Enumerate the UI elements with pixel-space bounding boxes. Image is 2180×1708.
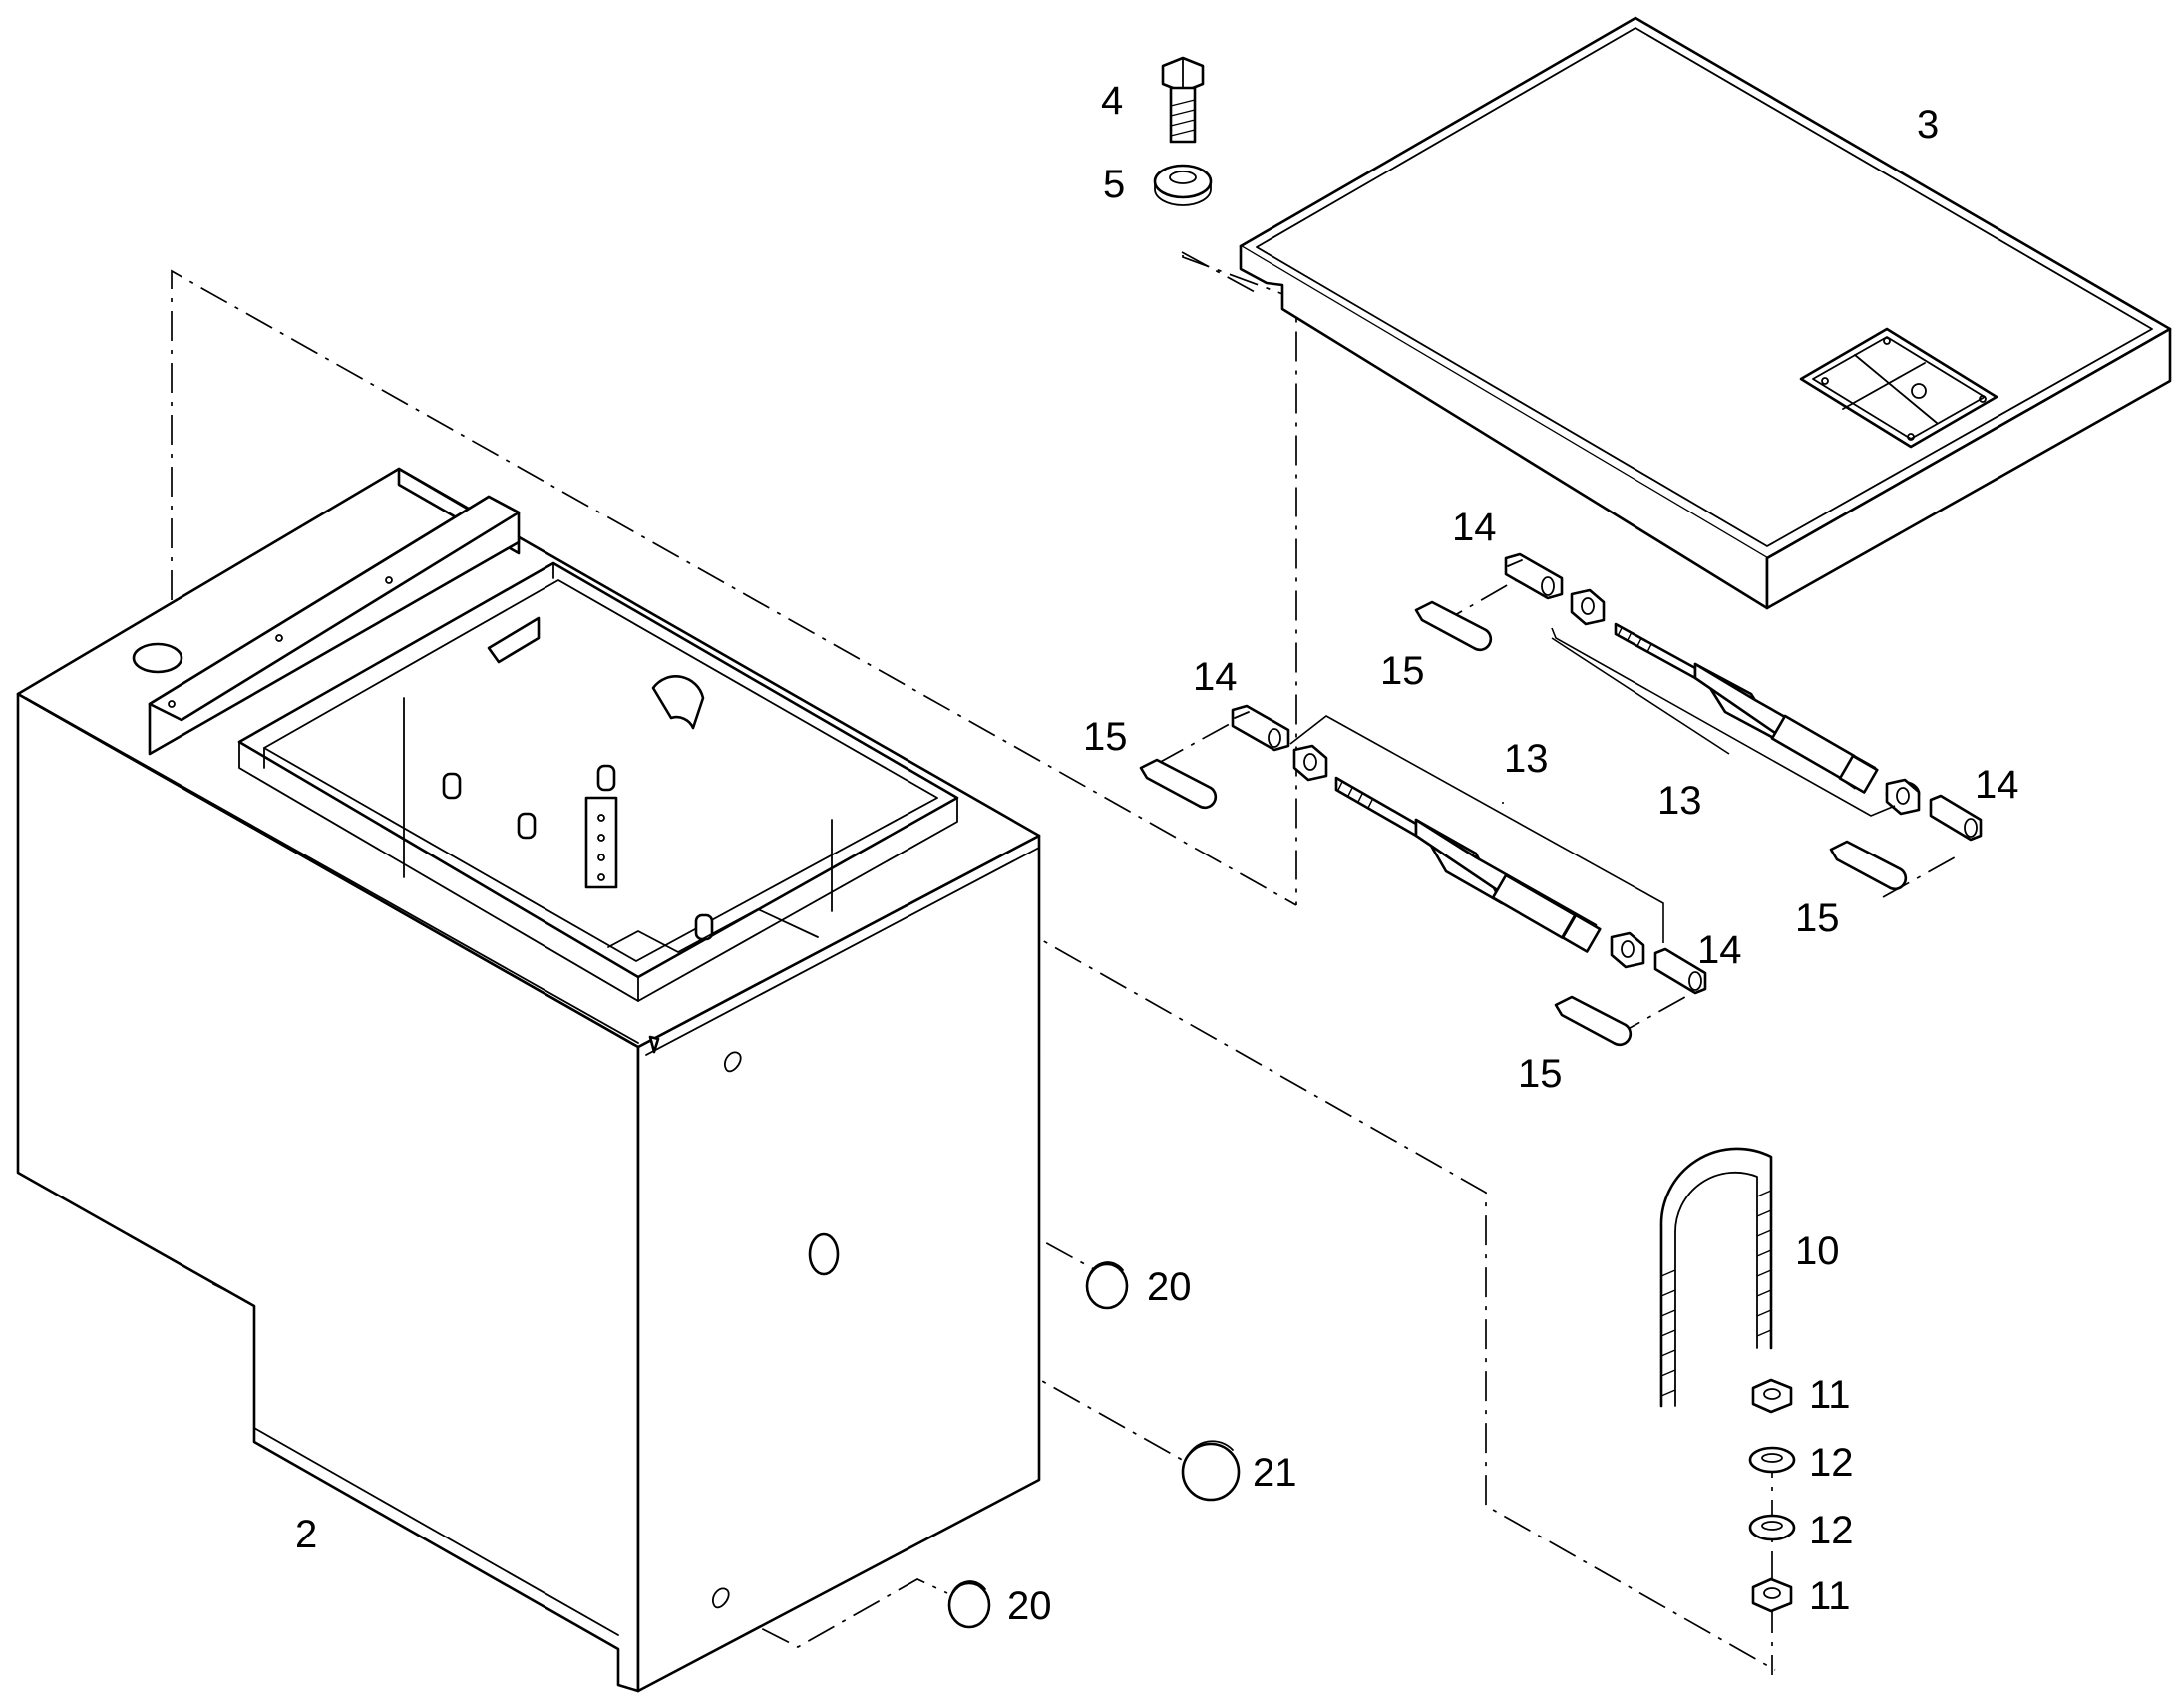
callout-14-b: 14: [1193, 655, 1238, 699]
enclosure-box-part-2: [16, 467, 1041, 1693]
callout-12-top: 12: [1809, 1441, 1854, 1485]
callout-3: 3: [1917, 103, 1939, 147]
callout-15-b: 15: [1083, 715, 1128, 759]
plug-part-20: [947, 1261, 1129, 1629]
plug-part-21: [1181, 1440, 1241, 1502]
u-bolt-part-10: [1659, 1147, 1773, 1408]
ball-socket-part-14: [1231, 552, 1983, 995]
spring-clip-part-15: [1139, 600, 1908, 1047]
callout-labels: 2 3 4 5 10 11 11 12 12 13 13 14 14 14 14…: [295, 79, 2019, 1628]
callout-5: 5: [1103, 163, 1125, 206]
callout-13-upper: 13: [1657, 779, 1702, 823]
callout-21: 21: [1253, 1451, 1297, 1495]
gas-strut-part-13-lower: [1334, 776, 1602, 953]
washer-part-5: [1153, 164, 1213, 206]
callout-4: 4: [1101, 79, 1123, 123]
callout-15-a: 15: [1380, 649, 1425, 693]
callout-14-c: 14: [1975, 763, 2019, 807]
callout-20-lower: 20: [1007, 1584, 1052, 1628]
callout-14-d: 14: [1697, 928, 1742, 972]
washer-part-12: [1748, 1446, 1796, 1541]
callout-14-a: 14: [1452, 506, 1497, 549]
callout-10: 10: [1795, 1229, 1840, 1273]
callout-11-top: 11: [1809, 1373, 1851, 1417]
nut-near-strut: [1292, 588, 1921, 969]
hex-nut-part-11: [1751, 1378, 1793, 1613]
callout-2: 2: [295, 1513, 317, 1556]
callout-15-d: 15: [1518, 1052, 1563, 1096]
callout-20-upper: 20: [1147, 1265, 1192, 1309]
lid-part-3: [1239, 16, 2172, 610]
callout-13-lower: 13: [1504, 737, 1549, 781]
callout-15-c: 15: [1795, 896, 1840, 940]
bolt-part-4: [1161, 56, 1205, 144]
callout-leaders: [1289, 627, 1896, 943]
callout-12-bottom: 12: [1809, 1509, 1854, 1552]
callout-11-bottom: 11: [1809, 1574, 1851, 1618]
